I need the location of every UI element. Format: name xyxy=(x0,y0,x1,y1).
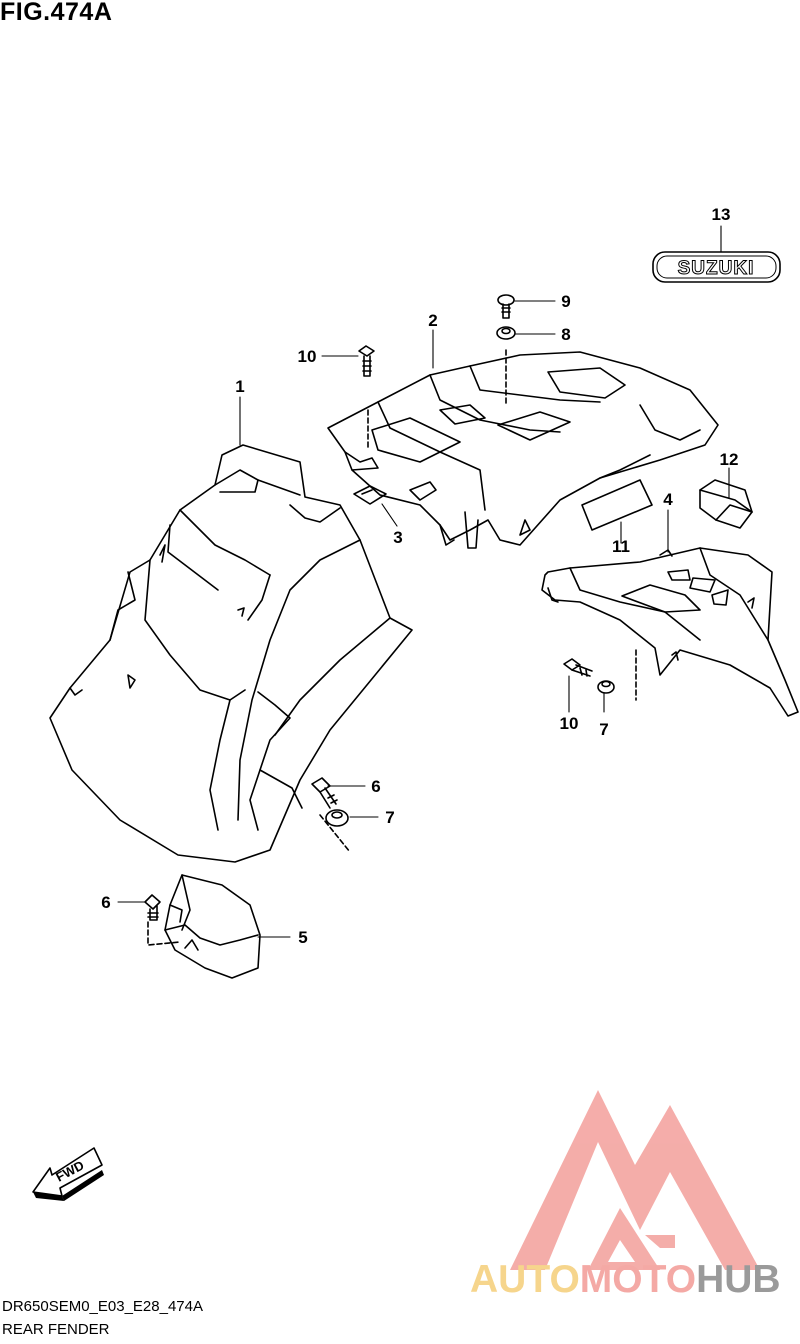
callout-11: 11 xyxy=(612,537,630,556)
callout-10a: 10 xyxy=(298,347,317,366)
figure-title: FIG.474A xyxy=(0,0,113,26)
part-1-inner-fender xyxy=(49,444,413,863)
callout-6b: 6 xyxy=(101,893,110,912)
part-10-bolt-lower xyxy=(563,658,593,677)
watermark-auto: AUTO xyxy=(470,1258,580,1301)
callout-6a: 6 xyxy=(371,777,380,796)
part-7-nut-lower xyxy=(597,680,615,694)
watermark-moto: MOTO xyxy=(579,1258,697,1301)
callout-5: 5 xyxy=(298,928,307,947)
part-5-mud-flap xyxy=(147,874,261,979)
emblem-text: SUZUKI xyxy=(678,258,755,279)
part-10-bolt-upper xyxy=(358,345,375,377)
part-7-nut-upper xyxy=(319,809,351,853)
part-12-block xyxy=(699,479,753,529)
part-4-bracket xyxy=(541,547,799,717)
figure-name: REAR FENDER xyxy=(2,1321,110,1338)
part-9-screw xyxy=(497,294,515,319)
leader-3 xyxy=(381,503,398,527)
callout-1: 1 xyxy=(235,377,244,396)
callout-12: 12 xyxy=(720,450,739,469)
automotohub-logo-icon xyxy=(510,1090,760,1270)
figure-code: DR650SEM0_E03_E28_474A xyxy=(2,1298,203,1315)
watermark-text: AUTOMOTOHUB xyxy=(470,1258,781,1302)
fwd-arrow-icon: FWD xyxy=(32,1147,104,1201)
part-6-bolt-lower xyxy=(144,894,161,921)
part-2-rear-fender xyxy=(327,349,719,549)
callout-7a: 7 xyxy=(385,808,394,827)
part-3-clip xyxy=(353,485,387,505)
part-11-pad xyxy=(581,479,653,531)
part-13-emblem xyxy=(652,251,781,283)
callout-8: 8 xyxy=(561,325,570,344)
part-8-washer xyxy=(496,326,516,340)
callout-13: 13 xyxy=(712,205,731,224)
watermark-hub: HUB xyxy=(696,1258,781,1301)
callout-9: 9 xyxy=(561,292,570,311)
callout-2: 2 xyxy=(428,311,437,330)
callout-7b: 7 xyxy=(599,720,608,739)
part-6-bolt-upper xyxy=(311,777,338,809)
callout-10b: 10 xyxy=(560,714,579,733)
callout-3: 3 xyxy=(393,528,402,547)
callout-4: 4 xyxy=(663,490,673,509)
